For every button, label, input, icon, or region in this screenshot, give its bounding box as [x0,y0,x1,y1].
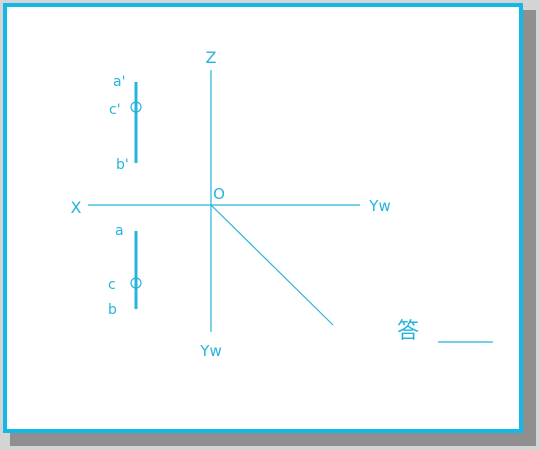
point-a-prime-label: a' [113,74,125,90]
yw-vertical-axis-label: Yw [199,342,221,360]
45-degree-line [210,204,334,326]
point-b-prime-label: b' [116,157,129,173]
origin-label: O [213,185,225,203]
answer-label: 答 [397,319,419,344]
point-a-label: a [115,223,124,239]
x-axis-label: X [71,198,82,217]
point-b-label: b [108,302,117,318]
point-c-marker [130,277,142,289]
z-axis-label: Z [206,48,217,67]
point-c-label: c [108,277,116,293]
yw-horizontal-axis-label: Yw [368,197,390,215]
point-c-prime-marker [130,101,142,113]
point-c-prime-label: c' [109,102,121,118]
drawing-frame [3,3,523,433]
